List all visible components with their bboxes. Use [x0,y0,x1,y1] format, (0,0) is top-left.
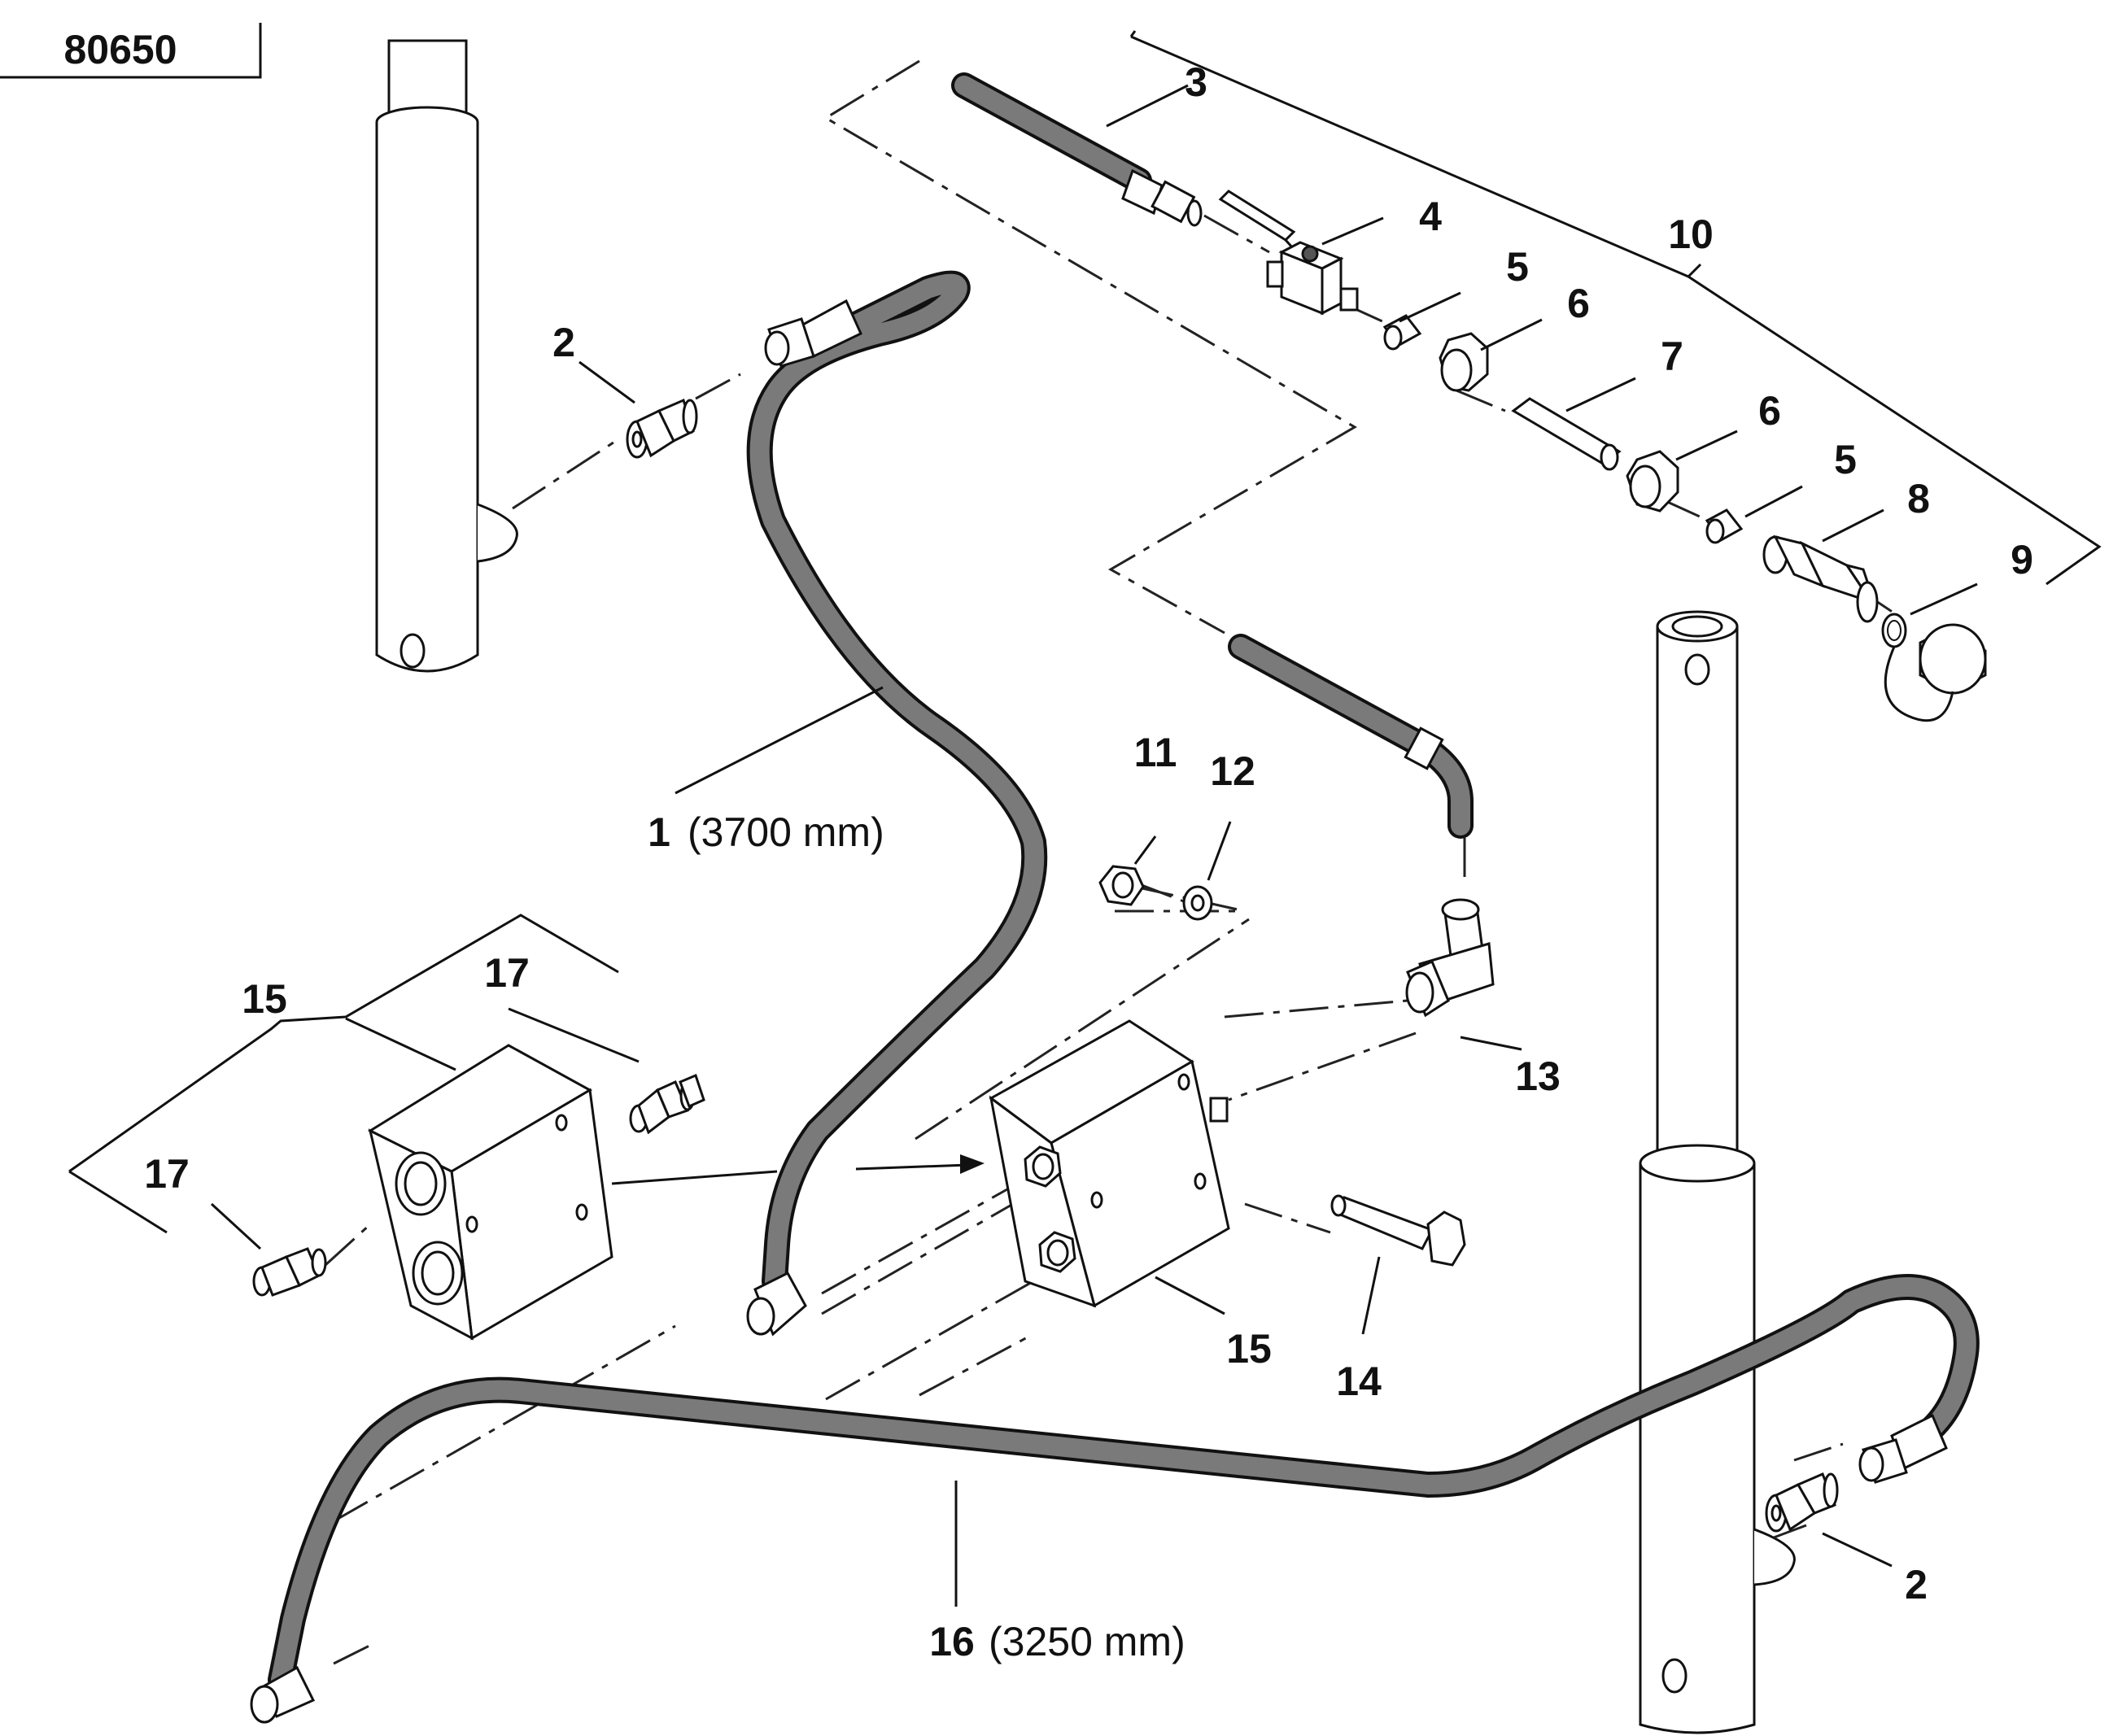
right-cylinder [1639,610,1796,1734]
label-ferrule-5-b: 5 [1834,437,1857,482]
adapter-17-top [629,1073,705,1135]
ferrule-5-a [1382,314,1422,351]
part-labels: 3 4 10 5 6 7 6 5 8 9 2 11 12 1 (3700 mm)… [144,59,2033,1664]
hose-3 [951,72,1203,227]
assembly-centre-lines [324,59,1897,1665]
washer-12 [1182,885,1213,921]
ferrule-5-b [1705,508,1744,544]
label-hose-1-length: (3700 mm) [688,809,884,855]
drawing-number: 80650 [63,27,177,72]
label-hose-16-length: (3250 mm) [989,1619,1185,1664]
label-hose-16: 16 [929,1619,975,1664]
label-nut-11: 11 [1134,730,1177,775]
label-kit-10: 10 [1668,212,1714,257]
fitting-2-right [1765,1472,1839,1533]
elbow-13 [1405,898,1495,1018]
bolt-14 [1330,1194,1466,1267]
hose-3-lower [1228,634,1474,839]
drawing-number-box: 80650 [0,23,262,79]
assembly-arrows [611,1154,985,1185]
ball-valve-4 [1218,190,1359,316]
label-bolt-14: 14 [1336,1359,1382,1404]
label-hose-1: 1 [648,809,670,855]
label-fitting-2-left: 2 [552,320,575,365]
label-coupler-8: 8 [1907,476,1930,521]
fitting-2-left [626,398,698,459]
label-block-15-left: 15 [242,976,287,1022]
label-block-15-right: 15 [1226,1326,1272,1372]
label-adapter-17-left: 17 [144,1151,190,1197]
block-15-left-bracket [68,914,619,1234]
label-adapter-17-top: 17 [484,950,530,996]
label-tube-7: 7 [1661,334,1683,379]
label-nut-6-b: 6 [1758,388,1781,434]
label-washer-12: 12 [1210,748,1255,794]
hose-1 [746,270,1048,1337]
valve-block-15-left [367,1044,613,1341]
kit-10-bracket [1129,30,2102,586]
label-hose-3: 3 [1185,59,1207,105]
left-cylinder [375,39,518,673]
hose-16 [250,1274,1980,1724]
label-ferrule-5-a: 5 [1506,244,1529,290]
nut-6-b [1626,450,1679,513]
quick-coupler-8 [1762,534,1879,623]
label-dust-cap-9: 9 [2011,537,2033,582]
label-elbow-13: 13 [1515,1053,1561,1099]
label-nut-6-a: 6 [1567,281,1590,326]
label-fitting-2-right: 2 [1905,1562,1928,1607]
dust-cap-9 [1881,613,1987,722]
nut-6-a [1439,332,1489,392]
nut-11 [1098,865,1145,906]
tube-7 [1511,397,1622,471]
valve-block-15-right [989,1019,1230,1308]
leader-lines [210,84,1978,1607]
adapter-17-left [252,1247,327,1297]
label-ball-valve-4: 4 [1419,194,1442,239]
compression-fittings [1382,314,1744,544]
